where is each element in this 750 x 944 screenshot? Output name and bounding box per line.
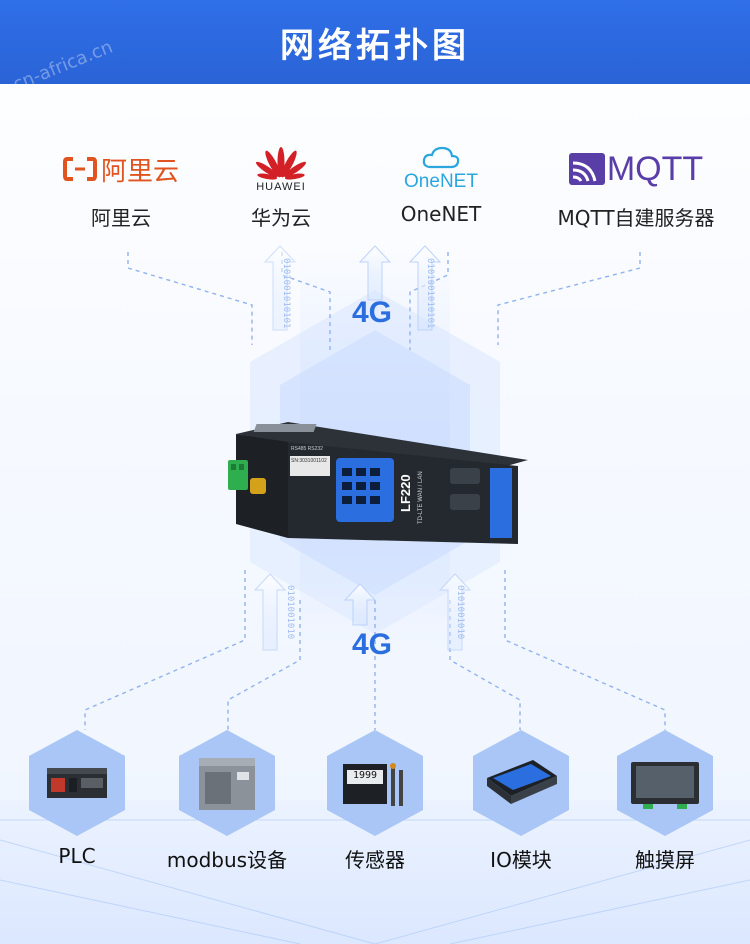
cloud-huawei: HUAWEI 华为云 — [196, 140, 366, 231]
endpoint-plc: PLC — [14, 730, 140, 868]
endpoint-label-plc: PLC — [58, 844, 96, 868]
device-port-label: RS485 RS232 — [291, 446, 323, 452]
cloud-icon — [422, 146, 460, 169]
mqtt-logo-text: MQTT — [606, 149, 704, 188]
onenet-logo: OneNET — [356, 140, 526, 198]
aliyun-logo: 阿里云 — [36, 140, 206, 198]
endpoint-io: IO模块 — [458, 730, 584, 873]
modbus-device-icon — [199, 758, 255, 810]
endpoint-label-hmi: 触摸屏 — [635, 848, 695, 872]
header-banner: 网络拓扑图 — [0, 0, 750, 84]
cloud-mqtt: MQTT MQTT自建服务器 — [536, 140, 736, 231]
upper-arrows — [263, 245, 442, 331]
svg-text:0101001010101: 0101001010101 — [281, 258, 291, 328]
aliyun-logo-text: 阿里云 — [100, 156, 179, 187]
hexagon-tile — [29, 730, 125, 836]
plc-icon — [47, 768, 107, 798]
mqtt-signal-icon — [568, 153, 605, 185]
onenet-logo-text: OneNET — [404, 171, 478, 192]
cloud-label-onenet: OneNET — [400, 202, 482, 226]
cloud-label-mqtt: MQTT自建服务器 — [557, 206, 715, 230]
endpoint-label-sensor: 传感器 — [345, 848, 405, 872]
antenna-connector — [250, 478, 266, 494]
mqtt-logo: MQTT — [536, 140, 736, 198]
device-model: LF220 — [398, 474, 413, 512]
svg-text:0101001010: 0101001010 — [285, 585, 295, 639]
sensor-icon — [343, 763, 403, 806]
lower-dashed-lines — [84, 570, 666, 730]
endpoint-label-modbus: modbus设备 — [166, 848, 288, 872]
touchscreen-icon — [631, 762, 699, 809]
hexagon-tile — [473, 730, 569, 836]
cloud-label-aliyun: 阿里云 — [91, 206, 151, 230]
huawei-logo-text: HUAWEI — [256, 181, 306, 193]
aliyun-icon — [62, 157, 97, 181]
cloud-onenet: OneNET OneNET — [356, 140, 526, 226]
router-device: LF220 TD-LTE WAN / LAN SN:3031001102 RS4… — [228, 420, 528, 545]
cloud-aliyun: 阿里云 阿里云 — [36, 140, 206, 231]
router-body — [228, 422, 528, 544]
lower-4g-label: 4G — [351, 628, 393, 661]
hexagon-tile — [617, 730, 713, 836]
endpoint-modbus: modbus设备 — [160, 730, 294, 873]
io-module-icon — [487, 760, 557, 804]
endpoint-label-io: IO模块 — [490, 848, 552, 872]
hexagon-tile — [179, 730, 275, 836]
device-subtitle: TD-LTE WAN / LAN — [418, 471, 424, 524]
endpoint-hmi: 触摸屏 — [602, 730, 728, 873]
endpoint-sensor: 1999 传感器 — [312, 730, 438, 873]
lower-arrows — [253, 573, 472, 651]
huawei-logo: HUAWEI — [196, 140, 366, 198]
hexagon-tile: 1999 — [327, 730, 423, 836]
upper-4g-label: 4G — [351, 296, 393, 329]
sensor-display: 1999 — [352, 770, 378, 781]
cloud-label-huawei: 华为云 — [251, 206, 311, 230]
device-sn: SN:3031001102 — [291, 458, 327, 464]
svg-text:0101001010: 0101001010 — [455, 585, 465, 639]
huawei-icon — [255, 147, 307, 180]
binary-streams: 0101001010101 0101001010101 0101001010 0… — [281, 258, 465, 639]
svg-text:0101001010101: 0101001010101 — [425, 258, 435, 328]
page-title: 网络拓扑图 — [280, 26, 470, 66]
